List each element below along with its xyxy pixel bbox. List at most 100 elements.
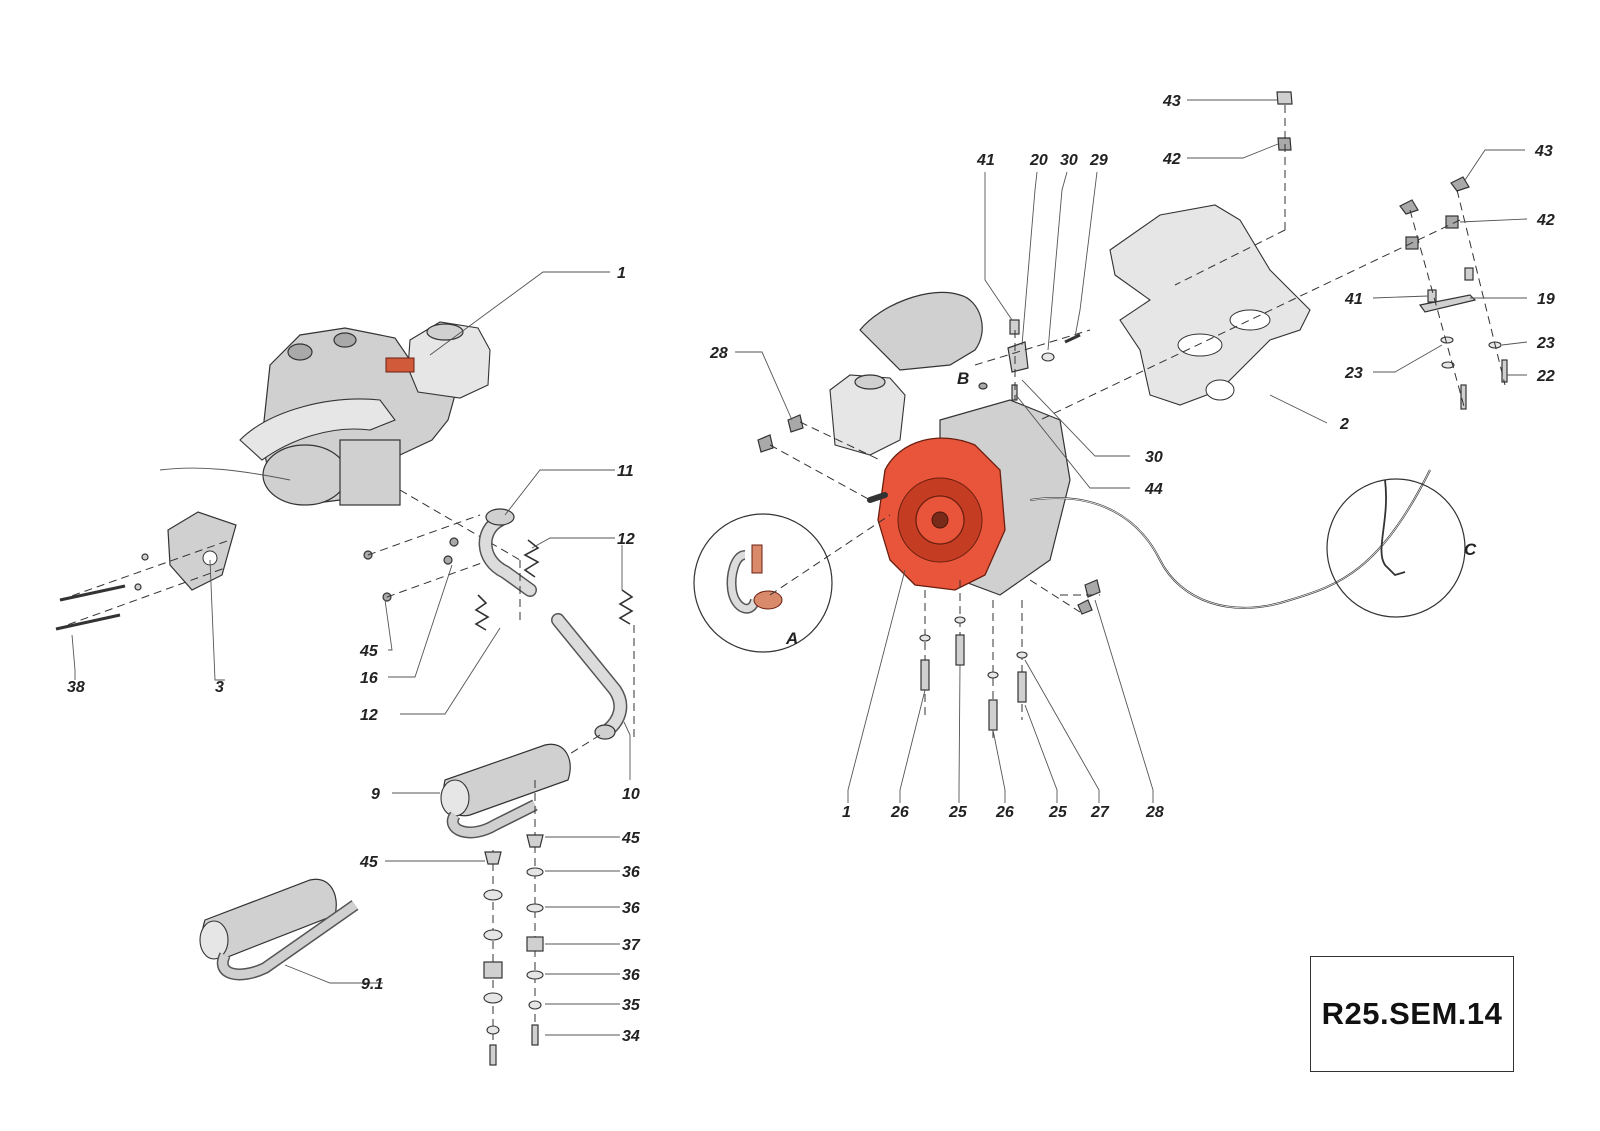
- washer-27: [1016, 651, 1028, 659]
- part-b-nut: [978, 382, 988, 390]
- leader-28-upper: [735, 351, 793, 421]
- detail-view-c: [1326, 478, 1466, 618]
- callout-36-b: 36: [622, 900, 640, 917]
- mount-right-washer-36c: [526, 970, 544, 980]
- bracket-part-3: [167, 511, 237, 591]
- leader-28-right: [1094, 599, 1154, 803]
- detail-c-cable: [1380, 479, 1406, 577]
- cap-43-right: [1450, 176, 1470, 192]
- callout-42-top: 42: [1162, 151, 1181, 168]
- callout-10: 10: [622, 786, 640, 803]
- spring-12-upper: [523, 539, 540, 578]
- callout-9: 9: [371, 786, 380, 803]
- mount-left-washer-a: [483, 889, 503, 901]
- callout-36-c: 36: [622, 967, 640, 984]
- axis-right-left: [1409, 209, 1466, 411]
- axis-top-42-diag: [1174, 229, 1286, 286]
- leader-27: [1024, 659, 1100, 803]
- drawing-code-box: R25.SEM.14: [1310, 956, 1514, 1072]
- right-engine-assembly: [829, 291, 1431, 609]
- callout-41-b: 41: [976, 152, 995, 169]
- callout-25-b: 25: [1048, 804, 1068, 821]
- callout-labels: 1 2 3 9 9.1 10 11 12 12 16 19 20 22 23 2…: [67, 93, 1555, 1045]
- nut-28-upper-b: [757, 434, 774, 453]
- mount-right-bolt-34: [531, 1024, 539, 1046]
- callout-1-right: 1: [842, 804, 851, 821]
- mount-right-washer-36b: [526, 903, 544, 913]
- axis-38-lower: [55, 567, 226, 630]
- callout-22: 22: [1536, 368, 1555, 385]
- bolt-25-a: [955, 634, 965, 666]
- leader-30-upper: [1047, 171, 1068, 351]
- crankcase-left: [339, 439, 401, 506]
- bolt-38-upper: [59, 584, 126, 602]
- axis-45-a: [367, 514, 481, 556]
- spring-12-right: [618, 589, 634, 625]
- washer-38-b: [134, 583, 142, 591]
- callout-27: 27: [1090, 804, 1110, 821]
- air-filter-left: [407, 321, 491, 399]
- exhaust-pipe-assembly: [474, 508, 635, 761]
- leader-1-left: [429, 271, 610, 356]
- callout-2: 2: [1339, 416, 1349, 433]
- leader-41-b: [984, 172, 1013, 321]
- callout-41-right: 41: [1344, 291, 1363, 308]
- starter-handle: [867, 492, 888, 503]
- callout-34: 34: [622, 1028, 640, 1045]
- nut-28-right: [1084, 579, 1101, 598]
- cap-43-left: [1399, 199, 1419, 215]
- callout-37: 37: [622, 937, 641, 954]
- washer-30-upper: [1041, 352, 1055, 362]
- callout-23-left: 23: [1344, 365, 1363, 382]
- throttle-cable-inner: [1029, 469, 1431, 609]
- mount-left-washer-b: [483, 929, 503, 941]
- callout-28-upper: 28: [709, 345, 728, 362]
- starter-center-orange: [931, 511, 949, 529]
- callout-25-a: 25: [948, 804, 968, 821]
- callout-42-right: 42: [1536, 212, 1555, 229]
- callout-26-a: 26: [890, 804, 909, 821]
- washer-25-a: [954, 616, 966, 624]
- leader-23-right: [1501, 341, 1528, 346]
- leader-29: [1074, 171, 1098, 338]
- bolt-22-a: [1460, 384, 1467, 410]
- cover-2-hole: [1205, 379, 1235, 401]
- leader-30-lower: [1021, 379, 1130, 457]
- leader-9-1: [284, 964, 383, 984]
- leader-2: [1269, 394, 1328, 424]
- mount-left-rubber: [483, 961, 503, 979]
- leader-41-right: [1372, 295, 1429, 299]
- leader-16: [388, 564, 453, 678]
- callout-45-left: 45: [359, 643, 379, 660]
- muffler-top-right: [859, 291, 983, 371]
- axis-detail-a: [769, 514, 891, 596]
- leader-25-b: [1024, 704, 1058, 803]
- mount-left-bolt: [489, 1044, 497, 1066]
- muffler-9-outlet: [448, 800, 538, 837]
- detail-a-fitting: [753, 590, 783, 610]
- callout-19: 19: [1537, 291, 1555, 308]
- bolt-29: [1064, 333, 1081, 344]
- callout-45-mount: 45: [359, 854, 379, 871]
- exhaust-flange-11: [485, 508, 515, 526]
- axis-right-right: [1456, 189, 1506, 386]
- axis-engine-exhaust: [399, 489, 521, 561]
- muffler-mount-stack-left: [483, 850, 503, 1066]
- callout-36-a: 36: [622, 864, 640, 881]
- exhaust-pipe-10-end: [594, 724, 616, 740]
- mount-left-nut: [484, 851, 502, 865]
- detail-label-a: A: [785, 629, 798, 648]
- callout-12-lower: 12: [360, 707, 378, 724]
- callout-20: 20: [1029, 152, 1048, 169]
- axis-38-upper: [59, 539, 231, 601]
- leader-20: [1021, 171, 1038, 346]
- detail-label-c: C: [1464, 540, 1477, 559]
- detail-a-pipe: [728, 551, 759, 613]
- mount-right-spacer-37: [526, 936, 544, 952]
- mount-right-nut-45: [526, 834, 544, 848]
- callout-29: 29: [1089, 152, 1108, 169]
- callout-9-1: 9.1: [361, 976, 383, 993]
- axis-28-upper-a: [799, 421, 881, 461]
- washer-16-b: [449, 537, 459, 547]
